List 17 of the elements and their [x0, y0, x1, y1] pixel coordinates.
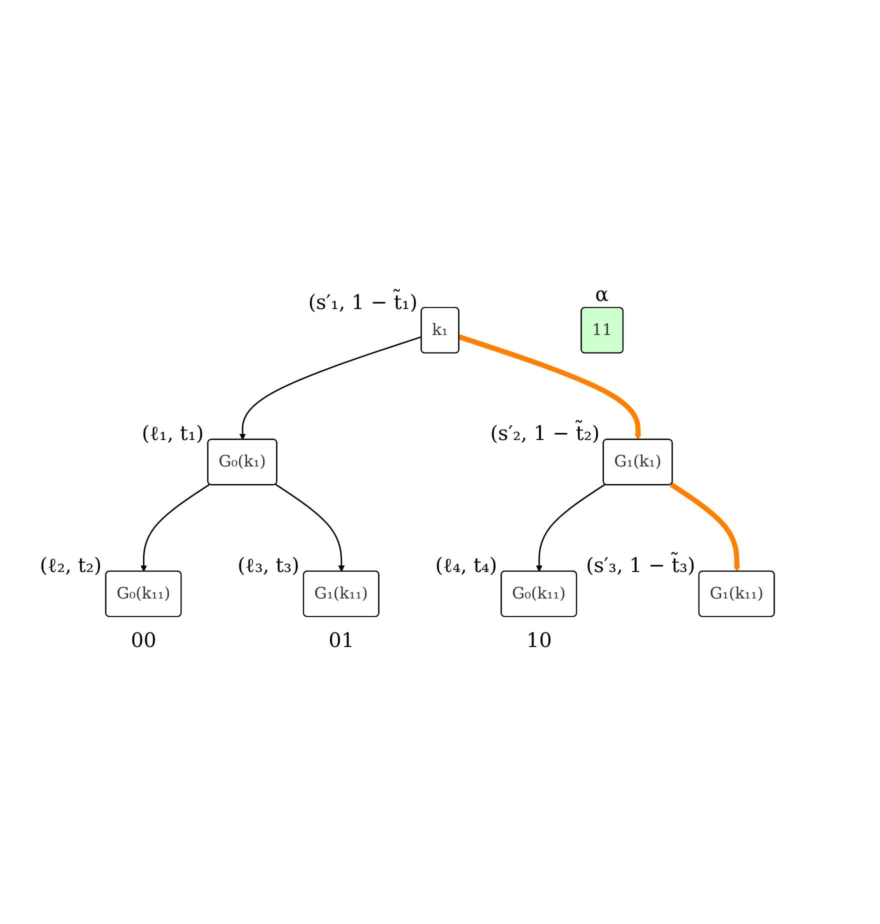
node-annotation: (s′₂, 1 − t̃₂) [490, 419, 600, 446]
node-annotation: 00 [130, 627, 156, 652]
node-annotation: (s′₃, 1 − t̃₃) [586, 551, 696, 578]
arrow [458, 334, 642, 440]
node-annotation: 01 [328, 627, 354, 652]
node-annotation: (ℓ₃, t₃) [237, 552, 300, 578]
node-annotation: (ℓ₁, t₁) [142, 420, 204, 446]
node-annotation: α [595, 280, 609, 306]
arrow [140, 484, 210, 572]
arrow [670, 482, 740, 572]
node-annotation: (s′₁, 1 − t̃₁) [308, 288, 418, 314]
node-annotation: 10 [526, 627, 552, 652]
node-annotation: (ℓ₂, t₂) [40, 552, 102, 578]
arrow [239, 336, 422, 440]
arrow [536, 484, 606, 572]
arrow [275, 484, 345, 572]
node-annotation: (ℓ₄, t₄) [435, 552, 498, 578]
